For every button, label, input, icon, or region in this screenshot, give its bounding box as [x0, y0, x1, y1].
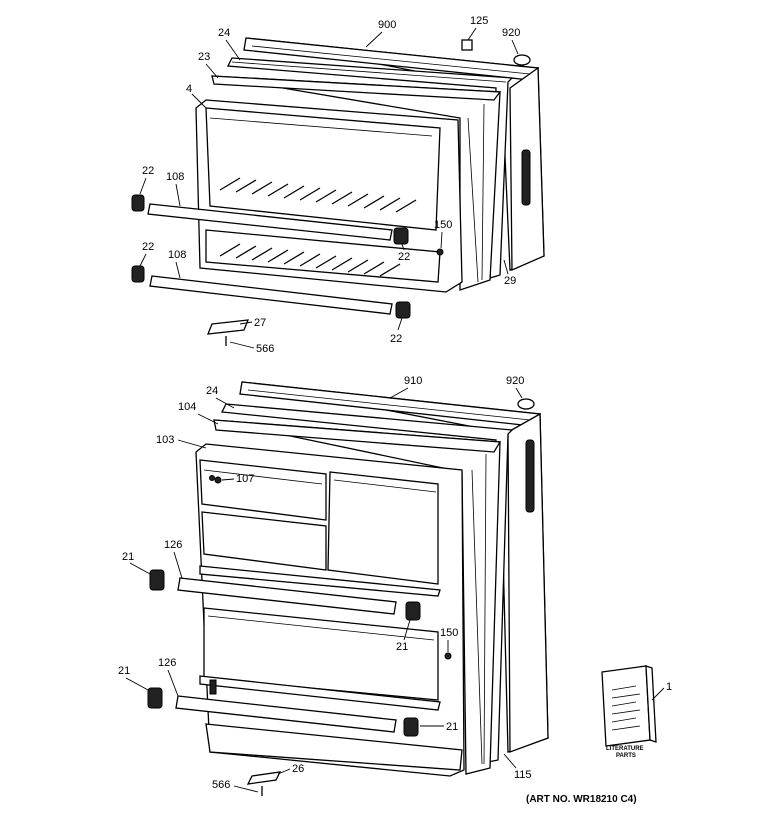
- fresh-food-bar-cap-upper-left: [149, 569, 165, 591]
- label-115: 115: [514, 769, 532, 781]
- label-566-b: 566: [212, 779, 230, 791]
- fresh-food-cap-920: [517, 398, 535, 410]
- label-104: 104: [178, 401, 196, 413]
- label-150-b: 150: [440, 627, 458, 639]
- label-126-a: 126: [164, 539, 182, 551]
- freezer-bar-cap-upper-right: [393, 227, 409, 245]
- freezer-upper-shelf-ribs: [219, 177, 417, 213]
- label-24: 24: [218, 27, 230, 39]
- freezer-hinge-bracket-27: [206, 319, 250, 335]
- fresh-food-door-liner: [213, 419, 502, 775]
- label-23: 23: [198, 51, 210, 63]
- literature-packet: [601, 665, 657, 747]
- freezer-bar-cap-upper-left: [131, 194, 145, 212]
- label-108-b: 108: [168, 249, 186, 261]
- fresh-food-bar-cap-lower-right: [403, 717, 419, 737]
- freezer-lower-shelf-ribs: [219, 243, 401, 277]
- freezer-plug-125: [461, 39, 473, 51]
- fresh-food-screw-150: [444, 652, 452, 660]
- dairy-compartment: [199, 459, 327, 521]
- dairy-door-knob: [214, 476, 222, 484]
- freezer-bar-cap-lower-left: [131, 265, 145, 283]
- literature-label-line1: LITERATURE: [606, 746, 644, 752]
- label-29: 29: [504, 275, 516, 287]
- label-22-b: 22: [142, 241, 154, 253]
- freezer-callouts: 900 125 920 24 23 4 22 108 22 108 150 22…: [139, 15, 520, 355]
- label-125: 125: [470, 15, 488, 27]
- freezer-screw-150: [436, 248, 444, 256]
- label-22-d: 22: [390, 333, 402, 345]
- label-26: 26: [292, 763, 304, 775]
- literature-label-line2: PARTS: [616, 753, 636, 759]
- fresh-food-bar-cap-upper-right: [405, 601, 421, 621]
- freezer-bar-cap-lower-right: [395, 301, 411, 319]
- freezer-cap-920: [513, 54, 531, 66]
- freezer-outer-door: [243, 37, 545, 271]
- freezer-shelf-bar-upper: [147, 203, 393, 241]
- fresh-food-shelf-bar-upper: [177, 577, 397, 615]
- label-910: 910: [404, 375, 422, 387]
- fresh-food-hinge-bracket-26: [246, 771, 282, 785]
- fresh-food-callouts: 910 920 24 104 103 107 21 126 21 150 21 …: [118, 375, 672, 793]
- label-21-b: 21: [396, 641, 408, 653]
- label-27: 27: [254, 317, 266, 329]
- fresh-food-gasket: [220, 403, 514, 763]
- label-566-a: 566: [256, 343, 274, 355]
- label-920-b: 920: [506, 375, 524, 387]
- freezer-door-assembly: [131, 37, 545, 346]
- fresh-food-outer-door: [239, 381, 549, 753]
- freezer-shelf-bar-lower: [149, 275, 393, 315]
- art-number: (ART NO. WR18210 C4): [526, 794, 637, 805]
- fresh-food-inner-liner: [195, 443, 465, 777]
- label-1: 1: [666, 681, 672, 693]
- label-21-c: 21: [118, 665, 130, 677]
- label-108-a: 108: [166, 171, 184, 183]
- label-4: 4: [186, 83, 192, 95]
- label-22-c: 22: [398, 251, 410, 263]
- fresh-food-door-assembly: [147, 381, 657, 796]
- label-900: 900: [378, 19, 396, 31]
- freezer-inner-liner: [195, 99, 463, 293]
- label-920: 920: [502, 27, 520, 39]
- label-21-a: 21: [122, 551, 134, 563]
- label-21-d: 21: [446, 721, 458, 733]
- label-24-b: 24: [206, 385, 218, 397]
- label-126-b: 126: [158, 657, 176, 669]
- label-107: 107: [236, 473, 254, 485]
- freezer-door-liner: [211, 75, 502, 291]
- label-22-a: 22: [142, 165, 154, 177]
- fresh-food-shelf-bar-lower: [175, 695, 397, 733]
- label-150-a: 150: [434, 219, 452, 231]
- fresh-food-bar-cap-lower-left: [147, 687, 163, 709]
- label-103: 103: [156, 434, 174, 446]
